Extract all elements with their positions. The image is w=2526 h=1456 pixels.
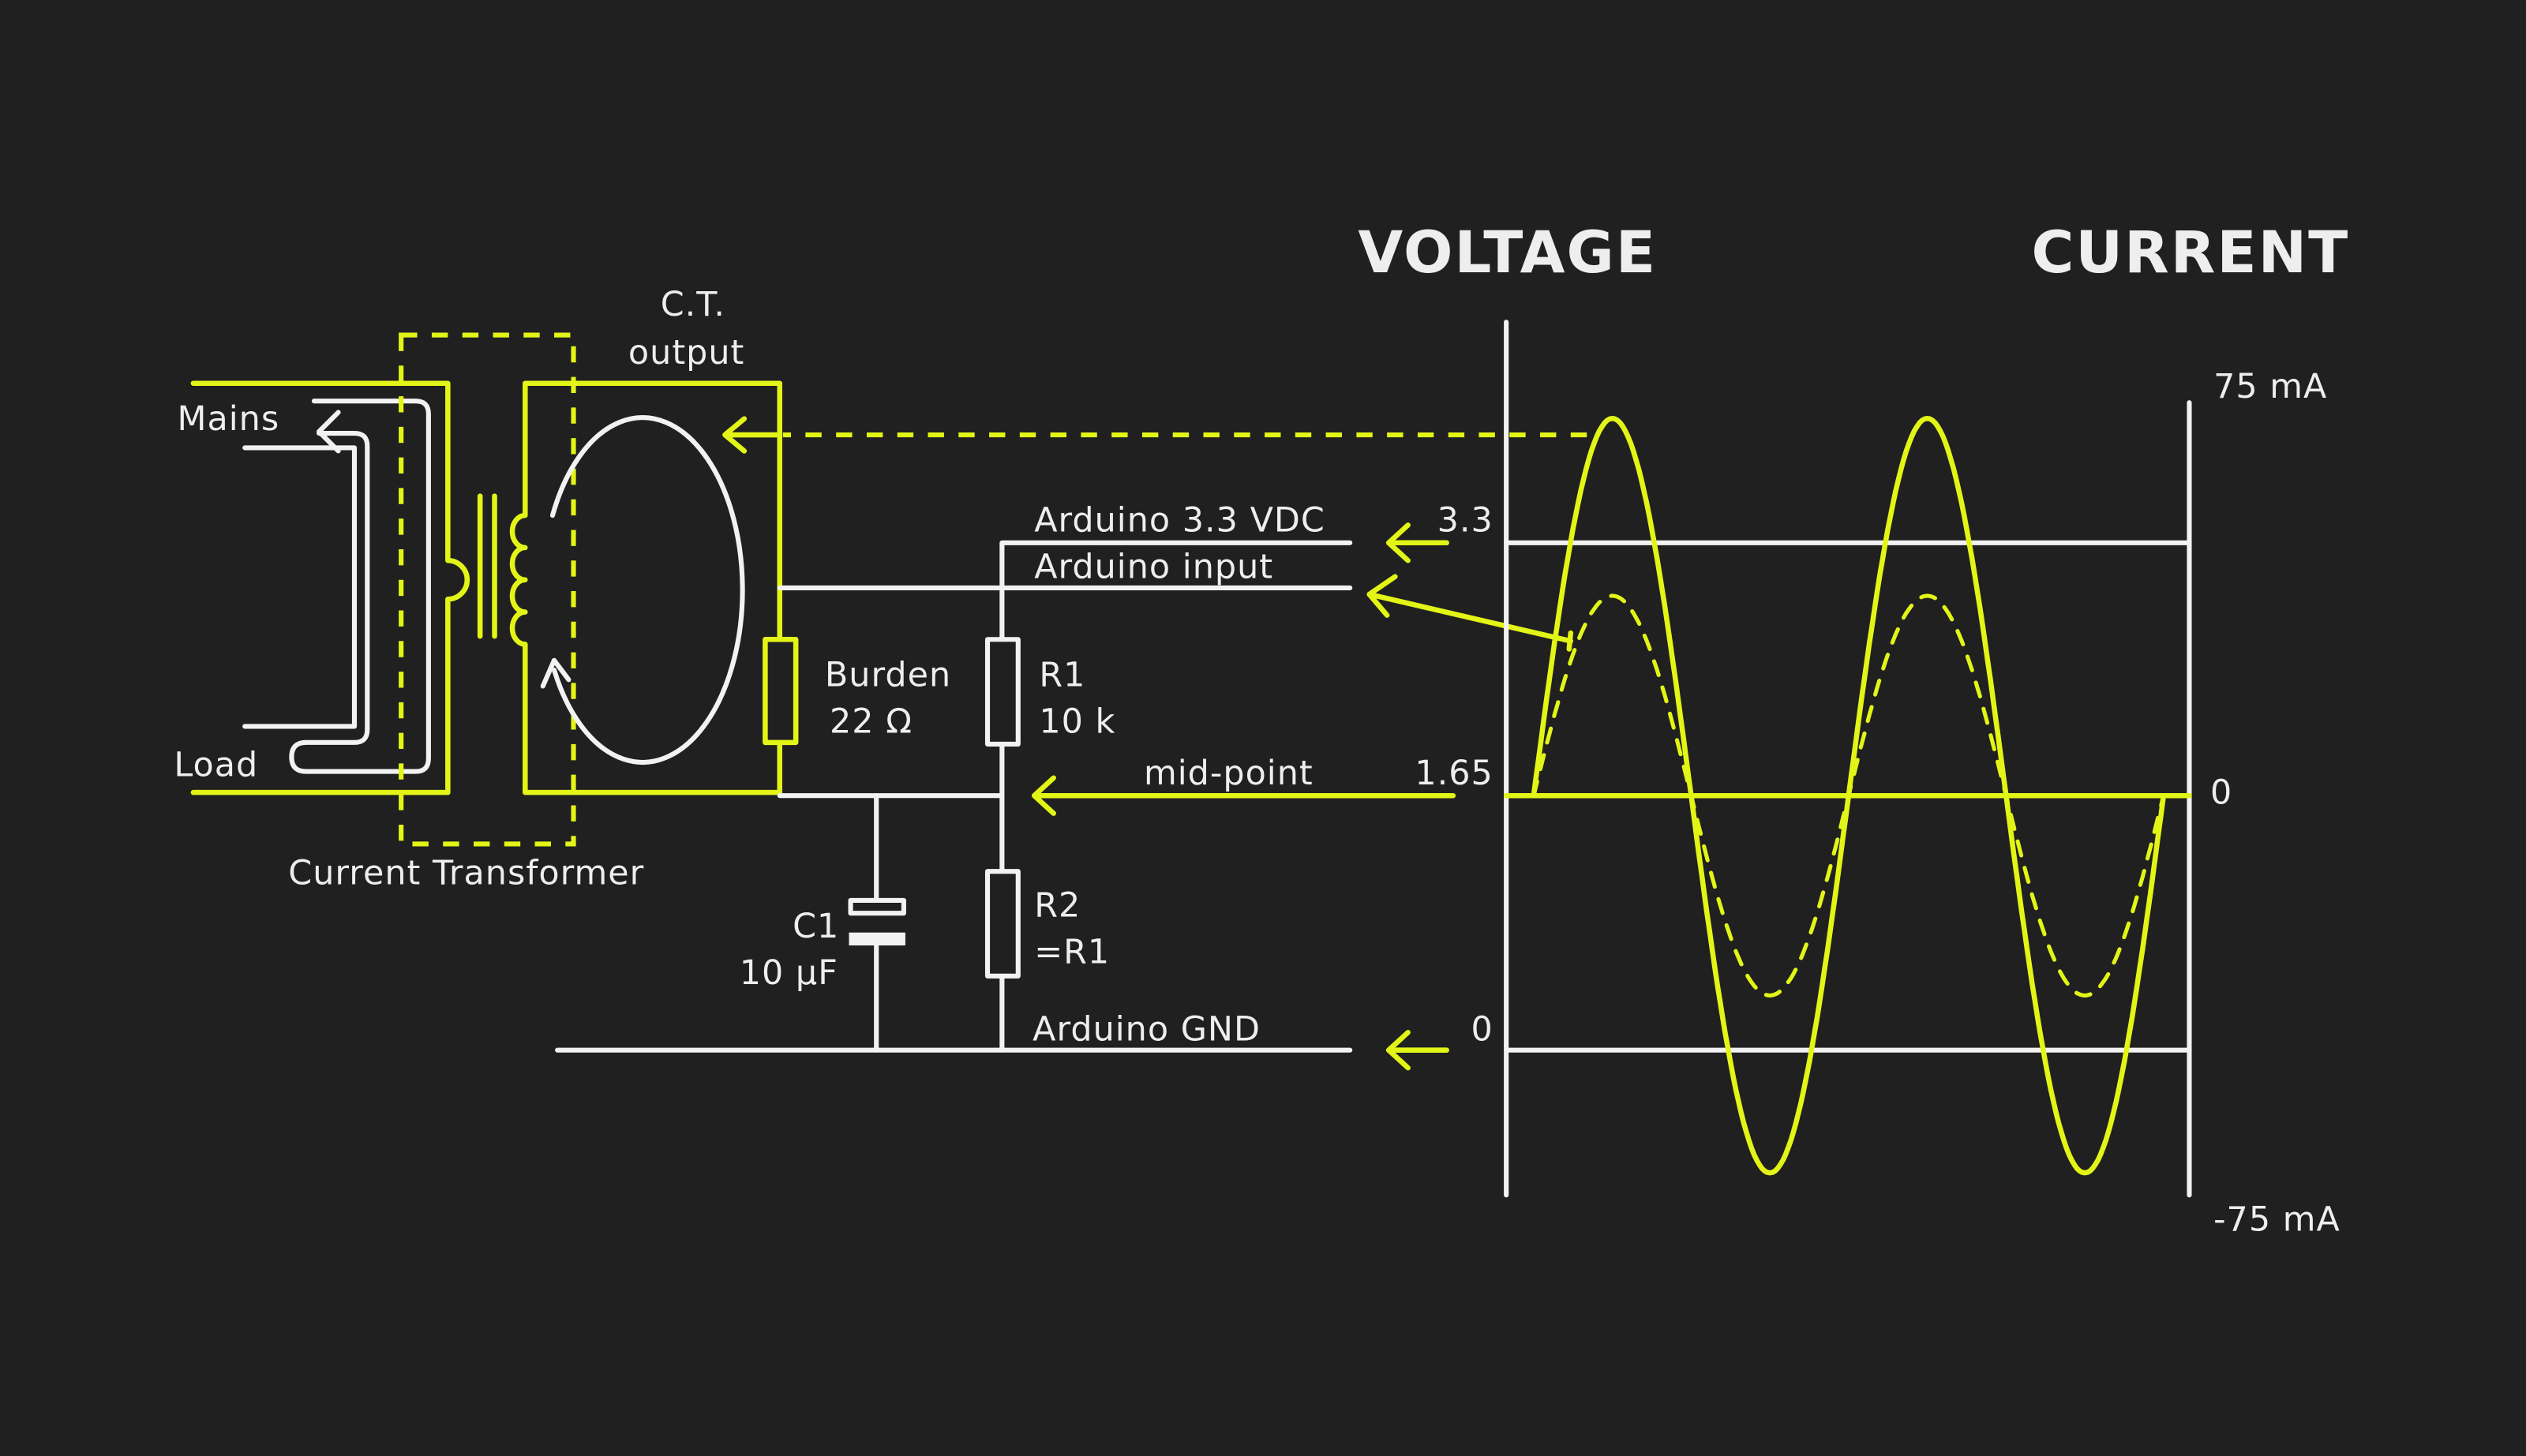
primary-conductor bbox=[190, 380, 470, 795]
circulating-arrowhead-icon bbox=[540, 657, 572, 689]
burden-resistor bbox=[763, 636, 799, 746]
arduino-gnd-label: Arduino GND bbox=[1033, 1009, 1261, 1049]
r2-resistor bbox=[984, 869, 1021, 979]
current-title: CURRENT bbox=[2031, 219, 2349, 286]
mid-point-arrow-icon bbox=[1031, 775, 1456, 816]
ct-output-label: output bbox=[628, 333, 744, 372]
current-transformer-outline bbox=[399, 332, 576, 847]
mains-arrow-icon bbox=[317, 410, 341, 454]
r1-resistor bbox=[984, 637, 1021, 747]
c1-plate-negative bbox=[849, 932, 905, 946]
arduino-input-label: Arduino input bbox=[1034, 548, 1273, 587]
current-transformer-label: Current Transformer bbox=[288, 853, 644, 893]
r1-value: 10 k bbox=[1039, 702, 1115, 742]
ct-output-label: C.T. bbox=[661, 285, 725, 324]
series-input-voltage bbox=[1531, 593, 2166, 998]
c1-plate-positive bbox=[848, 897, 906, 916]
arrow-left-icon bbox=[722, 416, 748, 454]
c1-value: 10 µF bbox=[740, 953, 838, 993]
r2-label: R2 bbox=[1034, 885, 1081, 925]
input-arrow-icon bbox=[1366, 574, 1574, 652]
current-tick: -75 mA bbox=[2213, 1200, 2340, 1239]
mid-point-label: mid-point bbox=[1144, 754, 1314, 793]
r2-value: =R1 bbox=[1034, 932, 1110, 971]
current-tick: 75 mA bbox=[2213, 367, 2327, 406]
current-tick: 0 bbox=[2210, 773, 2232, 812]
c1-label: C1 bbox=[793, 907, 839, 946]
burden-label: Burden bbox=[825, 655, 951, 694]
load-label: Load bbox=[174, 746, 258, 785]
voltage-tick: 3.3 bbox=[1437, 501, 1493, 541]
voltage-tick: 0 bbox=[1471, 1009, 1493, 1049]
r1-label: R1 bbox=[1039, 655, 1085, 694]
voltage-title: VOLTAGE bbox=[1358, 219, 1657, 286]
secondary-winding bbox=[509, 380, 783, 795]
current-path-inner bbox=[242, 445, 358, 729]
arduino-vdc-label: Arduino 3.3 VDC bbox=[1034, 501, 1325, 541]
mains-label: Mains bbox=[177, 399, 279, 439]
burden-value: 22 Ω bbox=[830, 702, 913, 742]
gnd-arrow-icon bbox=[1385, 1029, 1449, 1071]
current-path-outer bbox=[289, 399, 431, 774]
circulating-current-arrow bbox=[549, 415, 745, 765]
voltage-tick: 1.65 bbox=[1415, 754, 1493, 793]
vdc-arrow-icon bbox=[1385, 522, 1449, 563]
